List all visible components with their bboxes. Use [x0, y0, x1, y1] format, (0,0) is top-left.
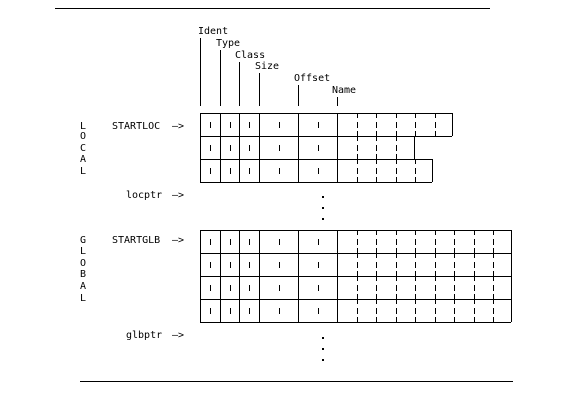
field-label-class: Class	[235, 50, 265, 61]
local-continuation-dots	[322, 196, 324, 220]
local-letter-2: O	[80, 131, 86, 142]
ellipsis-dot	[322, 348, 324, 350]
field-label-name: Name	[332, 85, 356, 96]
glbptr-label: glbptr	[126, 330, 162, 341]
startglb-arrow: —>	[172, 235, 184, 246]
global-letter-5: A	[80, 281, 86, 292]
field-label-type: Type	[216, 38, 240, 49]
locptr-arrow: —>	[172, 190, 184, 201]
locptr-label: locptr	[126, 190, 162, 201]
global-continuation-dots	[322, 337, 324, 361]
field-leader-lines	[200, 38, 338, 106]
field-labels: Ident Type Class Size Offset Name	[198, 26, 356, 96]
startglb-label: STARTGLB	[112, 235, 160, 246]
global-letter-1: G	[80, 235, 86, 246]
ellipsis-dot	[322, 359, 324, 361]
local-letter-4: A	[80, 154, 86, 165]
local-letter-3: C	[80, 143, 86, 154]
startloc-label: STARTLOC	[112, 121, 160, 132]
global-letter-6: L	[80, 293, 86, 304]
global-side-label: G L O B A L	[80, 235, 86, 304]
field-label-offset: Offset	[294, 73, 330, 84]
ellipsis-dot	[322, 337, 324, 339]
glbptr-arrow: —>	[172, 330, 184, 341]
global-letter-2: L	[80, 246, 86, 257]
field-label-ident: Ident	[198, 26, 228, 37]
startloc-arrow: —>	[172, 121, 184, 132]
ellipsis-dot	[322, 218, 324, 220]
global-table	[200, 230, 512, 323]
global-letter-3: O	[80, 258, 86, 269]
ellipsis-dot	[322, 196, 324, 198]
field-label-size: Size	[255, 61, 279, 72]
local-table	[200, 113, 453, 183]
local-side-label: L O C A L	[80, 121, 86, 177]
local-letter-5: L	[80, 166, 86, 177]
ellipsis-dot	[322, 207, 324, 209]
global-letter-4: B	[80, 269, 86, 280]
local-letter-1: L	[80, 121, 86, 132]
